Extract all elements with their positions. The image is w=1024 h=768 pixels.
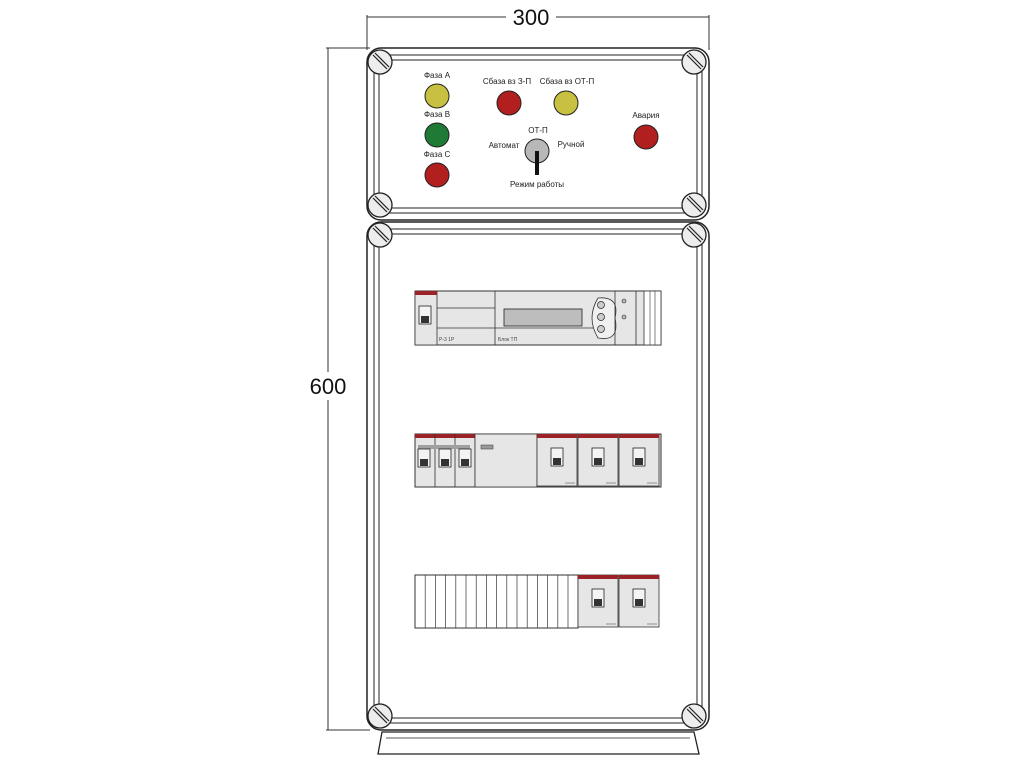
controller-caption: Блок ТП <box>498 337 518 343</box>
screw-icon <box>367 703 393 729</box>
switch-bottom-label: Режим работы <box>510 180 564 189</box>
screw-icon <box>681 192 707 218</box>
led-icon <box>621 314 627 320</box>
alarm-label: Авария <box>632 111 659 120</box>
din-row-2 <box>414 433 662 488</box>
screw-icon <box>367 222 393 248</box>
control-button[interactable] <box>597 325 605 333</box>
feed-off-label: Сбаза вз ОТ-П <box>540 77 595 86</box>
height-label: 600 <box>310 374 347 399</box>
screw-icon <box>367 49 393 75</box>
feed-on-label: Сбаза вз З-П <box>483 77 531 86</box>
breaker <box>618 433 660 487</box>
control-button[interactable] <box>597 301 605 309</box>
switch-top-label: ОТ-П <box>528 126 548 135</box>
phase-b-indicator <box>424 122 450 148</box>
din-row-3 <box>414 574 660 629</box>
feed-on-indicator <box>496 90 522 116</box>
screw-icon <box>367 192 393 218</box>
dimension-height: 600 <box>305 47 370 731</box>
phase-c-indicator <box>424 162 450 188</box>
screw-icon <box>681 49 707 75</box>
dimension-width: 300 <box>366 5 710 50</box>
alarm-indicator <box>633 124 659 150</box>
lcd-display <box>503 308 583 327</box>
breaker <box>577 433 619 487</box>
relay-caption: Р-3 1Р <box>439 337 455 343</box>
upper-panel <box>366 47 710 221</box>
phase-a-label: Фаза А <box>424 71 451 80</box>
switch-left-label: Автомат <box>489 141 520 150</box>
breaker <box>577 574 619 628</box>
contactor <box>474 433 538 488</box>
switch-handle-icon <box>535 151 539 175</box>
switch-right-label: Ручной <box>558 140 585 149</box>
phase-a-indicator <box>424 83 450 109</box>
breaker <box>618 574 660 628</box>
control-button[interactable] <box>597 313 605 321</box>
screw-icon <box>681 703 707 729</box>
phase-b-label: Фаза В <box>424 110 450 119</box>
din-row-1: Р-3 1Р Блок ТП <box>414 290 662 346</box>
breaker <box>536 433 578 487</box>
led-icon <box>621 298 627 304</box>
feed-off-indicator <box>553 90 579 116</box>
width-label: 300 <box>513 5 550 30</box>
mode-selector-switch[interactable]: ОТ-П Автомат Ручной Режим работы <box>489 126 585 189</box>
screw-icon <box>681 222 707 248</box>
phase-c-label: Фаза С <box>424 150 451 159</box>
terminal-strips <box>424 575 569 628</box>
cabinet-base <box>377 731 700 755</box>
